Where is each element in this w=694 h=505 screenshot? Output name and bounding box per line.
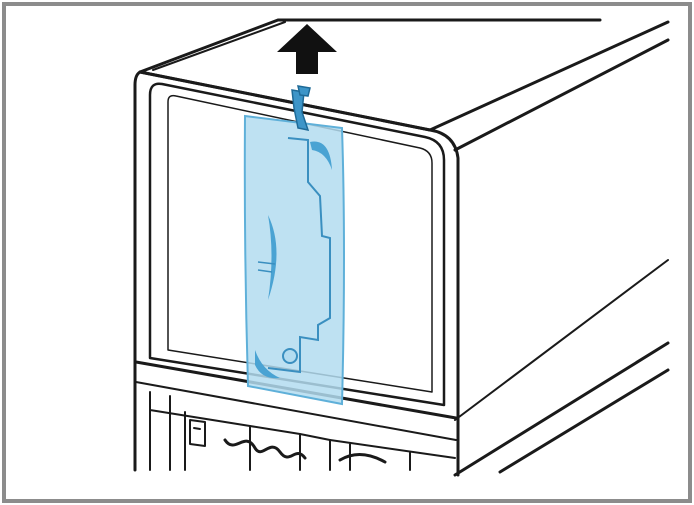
appliance-body (133, 18, 670, 477)
film-highlight-bottom (255, 350, 280, 379)
base-grip-right (338, 453, 387, 464)
arrow-up-icon (277, 24, 337, 74)
film-cutout-outline (267, 137, 331, 374)
base-band-bottom (135, 381, 457, 441)
rear-panel-inner-frame (148, 82, 446, 407)
cabinet-top-edge (152, 21, 286, 71)
base-left-housing (149, 391, 251, 471)
film-highlight-middle (268, 215, 277, 300)
pull-tab-icon (291, 85, 311, 131)
film-sheet (243, 114, 345, 406)
protective-film (243, 114, 345, 406)
rear-panel-outline (133, 70, 460, 477)
base-plug (189, 419, 206, 447)
film-hole (282, 348, 298, 364)
rear-panel-inner-inset (167, 94, 433, 393)
base-cable (223, 438, 307, 460)
cabinet-right-side (453, 38, 670, 152)
film-highlight-top (310, 141, 332, 170)
cabinet-right-side-bottom (498, 368, 670, 474)
cabinet-right-side-lower (453, 341, 670, 477)
film-lines (257, 261, 276, 273)
cabinet-right-side-seam (454, 259, 669, 421)
